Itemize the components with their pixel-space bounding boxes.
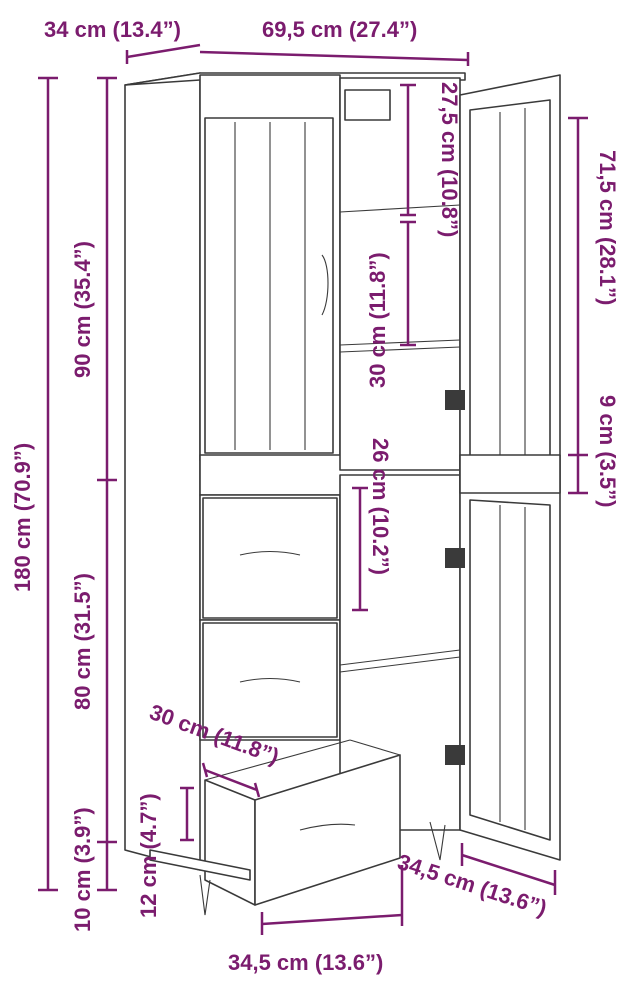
cabinet-drawing: [124, 72, 561, 916]
door-width-label: 34,5 cm (13.6”): [394, 849, 549, 921]
door-rail-height-label: 9 cm (3.5”): [595, 395, 620, 508]
lower-height-label: 80 cm (31.5”): [70, 573, 95, 710]
door-glass-height-label: 71,5 cm (28.1”): [595, 150, 620, 305]
upper-compartment-label: 30 cm (11.8”): [365, 252, 390, 388]
dimension-lines: [38, 43, 588, 935]
upper-height-label: 90 cm (35.4”): [70, 241, 95, 378]
lower-compartment-label: 26 cm (10.2”): [368, 438, 393, 575]
upper-shelf-gap-label: 27,5 cm (10.8”): [437, 82, 462, 237]
drawer-width-label: 34,5 cm (13.6”): [228, 950, 383, 975]
leg-height-label: 10 cm (3.9”): [70, 807, 95, 932]
depth-top-label: 34 cm (13.4”): [44, 17, 181, 42]
dimension-labels: 34 cm (13.4”) 69,5 cm (27.4”) 180 cm (70…: [10, 17, 620, 975]
drawer-height-label: 12 cm (4.7”): [136, 793, 161, 918]
total-height-label: 180 cm (70.9”): [10, 443, 35, 592]
width-top-label: 69,5 cm (27.4”): [262, 17, 417, 42]
